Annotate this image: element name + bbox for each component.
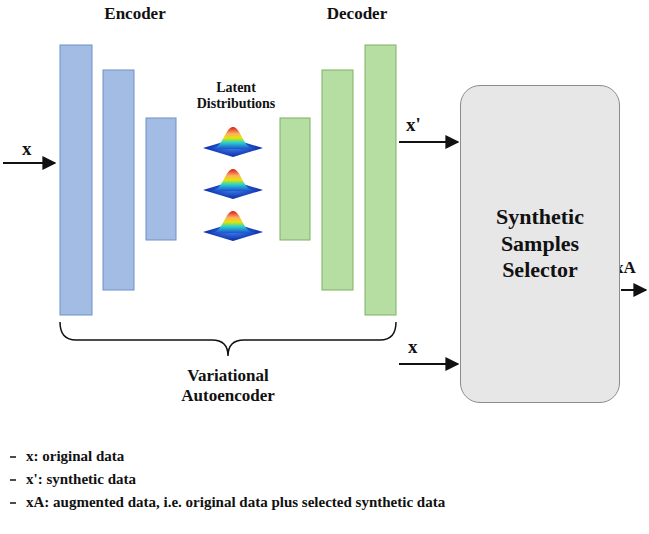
bullet-dash [10,502,16,504]
gaussian-icons [203,127,263,241]
signal-name: x [408,336,418,358]
brace [60,322,396,356]
encoder-bars [60,45,176,315]
input-arrow [3,162,55,164]
gaussian [203,211,263,241]
gaussian [203,127,263,157]
latent-label: Latent Distributions [186,80,286,112]
output-arrow [621,289,646,291]
layer-bar [103,70,134,290]
bullet-dash [10,456,16,458]
note: xA: augmented data, i.e. original data p… [26,494,445,511]
bullet-dash [10,479,16,481]
layer-bar [280,118,310,240]
original-arrow [399,363,458,365]
decoder-bars [280,45,396,315]
synthetic-arrow [399,141,458,143]
gaussian [203,169,263,199]
signal-name: x [22,138,32,160]
signal-name: x' [406,114,421,136]
group-label: Variational Autoencoder [163,366,293,405]
layer-bar [365,45,396,315]
layer-bar [60,45,92,315]
layer-bar [146,118,176,240]
box-title: Synthetic Samples Selector [475,204,605,283]
note: x': synthetic data [26,471,136,488]
note: x: original data [26,448,124,465]
layer-bar [322,70,353,290]
section-heading: Decoder [327,4,387,24]
process-box: Synthetic Samples Selector [460,85,620,403]
section-heading: Encoder [104,4,165,24]
